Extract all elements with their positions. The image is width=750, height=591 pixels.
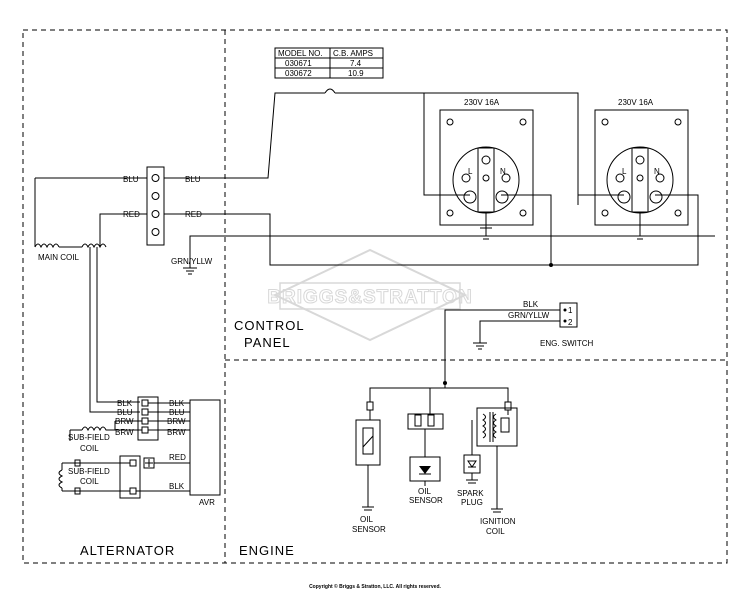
brand-watermark: BRIGGS&STRATTON	[267, 248, 472, 342]
engine-wiring	[369, 381, 509, 414]
main-coil	[34, 177, 147, 413]
oil-sensor-center-label1: OIL	[418, 487, 431, 496]
wiring-red	[164, 194, 699, 267]
table-header-amps: C.B. AMPS	[333, 49, 373, 58]
spark-plug	[463, 420, 481, 484]
outlet-2-rating: 230V 16A	[618, 98, 654, 107]
model-table: MODEL NO. C.B. AMPS 030671 7.4 030672 10…	[274, 47, 384, 79]
ignition-coil-label1: IGNITION	[480, 517, 516, 526]
ignition-coil	[476, 401, 518, 513]
avr-wire-brw: BRW	[167, 417, 186, 426]
outlet-1	[439, 109, 534, 240]
table-cell: 030671	[285, 59, 312, 68]
wiring-blu	[164, 88, 624, 205]
subfield-top-label2: COIL	[80, 444, 99, 453]
subfield-bottom-label2: COIL	[80, 477, 99, 486]
oil-sensor-left-label1: OIL	[360, 515, 373, 524]
wire-label-blu: BLU	[123, 175, 139, 184]
oil-sensor-left-label2: SENSOR	[352, 525, 386, 534]
avr-wire-blk: BLK	[169, 399, 185, 408]
avr-wire-brw-left: BRW	[115, 417, 134, 426]
avr-wire-brw: BRW	[167, 428, 186, 437]
wire-label-grn-yllw: GRN/YLLW	[171, 257, 213, 266]
engine-switch	[444, 302, 578, 388]
outlet-2-N: N	[654, 167, 660, 176]
spark-plug-label2: PLUG	[461, 498, 483, 507]
oil-sensor-center-label2: SENSOR	[409, 496, 443, 505]
outlet-2-L: L	[622, 167, 627, 176]
avr-label: AVR	[199, 498, 215, 507]
outlet-1-N: N	[500, 167, 506, 176]
section-control-line2: PANEL	[244, 335, 291, 350]
switch-pin-1: 1	[568, 306, 573, 315]
eng-switch-label: ENG. SWITCH	[540, 339, 594, 348]
oil-sensor-left	[355, 401, 381, 511]
spark-plug-label1: SPARK	[457, 489, 484, 498]
wire-label-blu: BLU	[185, 175, 201, 184]
avr-wire-brw-left: BRW	[115, 428, 134, 437]
avr-module	[58, 396, 221, 499]
avr-wire-red: RED	[169, 453, 186, 462]
oil-sensor-center	[407, 413, 444, 486]
avr-wire-blk: BLK	[169, 482, 185, 491]
wire-label-red: RED	[123, 210, 140, 219]
avr-wire-blu: BLU	[169, 408, 185, 417]
subfield-top-label1: SUB-FIELD	[68, 433, 110, 442]
outlet-1-rating: 230V 16A	[464, 98, 500, 107]
table-cell: 030672	[285, 69, 312, 78]
table-cell: 7.4	[350, 59, 362, 68]
terminal-block	[146, 166, 165, 246]
avr-wire-blk-left: BLK	[117, 399, 133, 408]
section-control-line1: CONTROL	[234, 318, 305, 333]
copyright: Copyright © Briggs & Stratton, LLC. All …	[309, 583, 441, 590]
subfield-bottom-label1: SUB-FIELD	[68, 467, 110, 476]
main-coil-label: MAIN COIL	[38, 253, 79, 262]
avr-wire-blu-left: BLU	[117, 408, 133, 417]
outlet-2	[594, 109, 689, 240]
section-borders	[22, 29, 728, 564]
wiring-ground	[183, 235, 715, 275]
table-header-model: MODEL NO.	[278, 49, 323, 58]
outlet-1-L: L	[468, 167, 473, 176]
switch-pin-2: 2	[568, 318, 573, 327]
watermark-text: BRIGGS&STRATTON	[267, 287, 472, 308]
table-cell: 10.9	[348, 69, 364, 78]
switch-wire-grn-yllw: GRN/YLLW	[508, 311, 550, 320]
section-engine: ENGINE	[239, 543, 295, 558]
switch-wire-blk: BLK	[523, 300, 539, 309]
section-alternator: ALTERNATOR	[80, 543, 175, 558]
ignition-coil-label2: COIL	[486, 527, 505, 536]
